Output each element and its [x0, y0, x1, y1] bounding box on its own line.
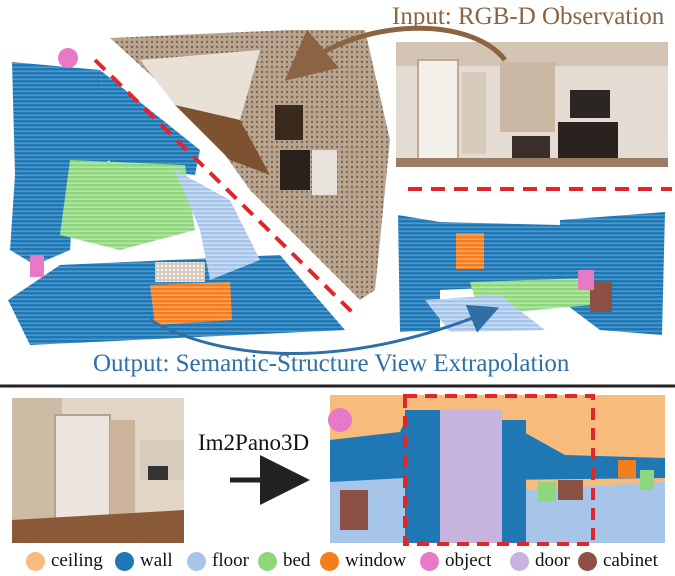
legend-item-object: object [420, 550, 491, 572]
legend-item-wall: wall [115, 550, 173, 572]
floor-swatch-icon [187, 551, 206, 571]
legend-label: object [445, 550, 492, 571]
legend-item-door: door [510, 550, 570, 572]
window-swatch-icon [320, 551, 339, 571]
input-arrow [284, 25, 507, 81]
legend-label: wall [140, 550, 173, 571]
method-label: Im2Pano3D [198, 430, 309, 455]
ceiling-swatch-icon [26, 551, 45, 571]
legend-item-cabinet: cabinet [578, 550, 658, 572]
legend-label: floor [212, 550, 249, 571]
extrapolation-region-box [403, 394, 595, 546]
legend-item-ceiling: ceiling [26, 550, 103, 572]
legend-item-floor: floor [187, 550, 249, 572]
rgb-input-photo [12, 398, 184, 543]
legend-label: bed [283, 550, 311, 571]
rgbd-observation-photo [396, 42, 668, 167]
legend-label: ceiling [51, 550, 103, 571]
legend: ceiling wall floor bed window object doo… [0, 546, 675, 574]
input-caption: Input: RGB-D Observation [392, 3, 665, 30]
output-caption: Output: Semantic-Structure View Extrapol… [93, 350, 570, 377]
semantic-panorama [328, 394, 665, 546]
semantic-pointcloud-left [5, 48, 345, 345]
wall-swatch-icon [115, 551, 134, 571]
cabinet-swatch-icon [578, 551, 597, 571]
bed-swatch-icon [258, 551, 277, 571]
diagonal-separator [93, 58, 357, 317]
legend-label: cabinet [603, 550, 658, 571]
rgbd-pointcloud-right [110, 30, 390, 300]
output-arrow [149, 304, 500, 355]
semantic-extrapolation-view [395, 208, 667, 336]
legend-item-window: window [320, 550, 406, 572]
legend-label: window [345, 550, 407, 571]
object-swatch-icon [420, 551, 439, 571]
legend-item-bed: bed [258, 550, 310, 572]
legend-label: door [535, 550, 570, 571]
door-swatch-icon [510, 551, 529, 571]
